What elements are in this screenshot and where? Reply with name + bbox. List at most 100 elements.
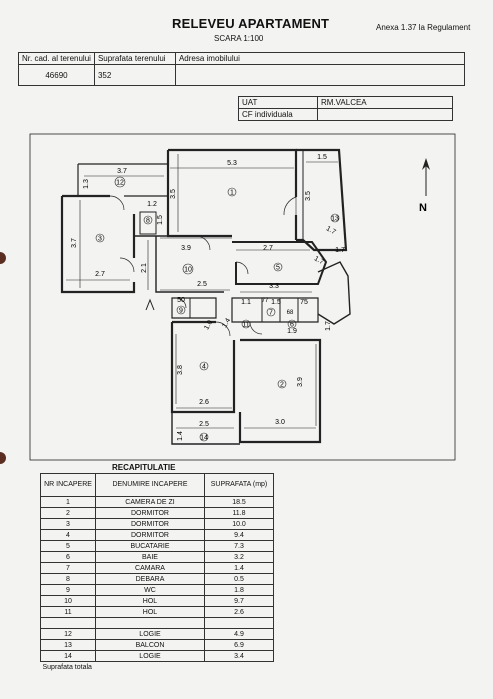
room-name-cell: BALCON xyxy=(95,639,205,651)
door-swing xyxy=(195,235,211,251)
dimension-label: 1.7 xyxy=(325,225,337,236)
document-title: RELEVEU APARTAMENT xyxy=(172,16,330,31)
room-number: 6 xyxy=(290,322,294,329)
room-area-cell: 3.4 xyxy=(204,650,274,662)
wall xyxy=(296,148,348,252)
room-number-cell: 9 xyxy=(40,584,96,596)
room-name-cell: CAMERA DE ZI xyxy=(95,496,205,508)
dimension-labels: 5.3 1.5 3.7 1.3 3.5 3.5 1.2 1.5 3.7 2.7 … xyxy=(71,154,345,441)
room-number-cell: 10 xyxy=(40,595,96,607)
room-area-cell: 6.9 xyxy=(204,639,274,651)
room-area-cell: 9.7 xyxy=(204,595,274,607)
door-swing xyxy=(249,321,263,335)
land-area: 352 xyxy=(93,64,176,86)
room-name-cell: BUCATARIE xyxy=(95,540,205,552)
dimension-label: 2.5 xyxy=(199,421,209,428)
room-area-cell: 7.3 xyxy=(204,540,274,552)
wall xyxy=(171,297,217,319)
room-number-cell: 8 xyxy=(40,573,96,585)
dimension-label: 50 xyxy=(177,297,185,304)
room-number: 13 xyxy=(331,216,339,223)
entrance-arrow-icon xyxy=(145,298,155,311)
room-name-cell: LOGIE xyxy=(95,650,205,662)
room-number-cell: 6 xyxy=(40,551,96,563)
binder-hole xyxy=(0,252,6,264)
table-header-cell: DENUMIRE INCAPERE xyxy=(95,473,205,497)
room-name-cell: WC xyxy=(95,584,205,596)
recap-title: RECAPITULATIE xyxy=(112,463,176,472)
dimension-lines xyxy=(66,154,338,429)
room-number: 12 xyxy=(116,180,124,187)
cf-label: CF individuala xyxy=(238,108,318,121)
dimension-label: 1.9 xyxy=(287,328,297,335)
room-number: 1 xyxy=(230,190,234,197)
wall xyxy=(60,196,136,294)
total-label: Suprafata totala xyxy=(42,663,92,671)
dimension-label: 3.8 xyxy=(177,365,184,375)
total-row: Suprafata totala xyxy=(41,662,274,673)
dimension-label: 5.3 xyxy=(227,160,237,167)
dimension-label: 1.7 xyxy=(335,247,345,254)
dimension-label: 3.9 xyxy=(181,245,191,252)
binder-hole xyxy=(0,452,6,464)
dimension-label: 77 xyxy=(262,298,269,304)
recap-table: NR INCAPERE DENUMIRE INCAPERE SUPRAFATA … xyxy=(40,473,274,672)
room-number: 10 xyxy=(184,267,192,274)
uat-table: UAT RM.VALCEA CF individuala xyxy=(238,96,453,121)
room-number-cell: 1 xyxy=(40,496,96,508)
room-number: 2 xyxy=(280,382,284,389)
room-number: 11 xyxy=(242,322,249,329)
room-name-cell: DORMITOR xyxy=(95,529,205,541)
empty-cell xyxy=(95,617,205,629)
room-area-cell: 1.8 xyxy=(204,584,274,596)
dimension-label: 1.5 xyxy=(317,154,327,161)
empty-cell xyxy=(204,617,274,629)
room-number: 8 xyxy=(146,218,150,225)
wall xyxy=(231,297,319,323)
table-row: 46690 352 xyxy=(18,64,465,86)
table-header-cell: NR INCAPERE xyxy=(40,473,96,497)
room-name-cell: DORMITOR xyxy=(95,518,205,530)
room-area-cell: 4.9 xyxy=(204,628,274,640)
empty-cell xyxy=(40,617,96,629)
plan-frame xyxy=(29,133,456,461)
dimension-label: 68 xyxy=(287,310,294,316)
wall xyxy=(171,412,240,445)
cf-value xyxy=(317,108,453,121)
room-number: 7 xyxy=(269,310,273,317)
annex-label: Anexa 1.37 la Regulament xyxy=(376,23,471,32)
table-row: CF individuala xyxy=(238,108,453,121)
floor-plan: N 1 2 3 4 5 6 7 8 9 10 11 xyxy=(29,133,456,461)
room-number-cell: 12 xyxy=(40,628,96,640)
door-swing xyxy=(175,297,187,309)
dimension-label: 2.5 xyxy=(197,281,207,288)
room-name-cell: DEBARA xyxy=(95,573,205,585)
dimension-label: 1.1 xyxy=(241,299,251,306)
room-number-cell: 3 xyxy=(40,518,96,530)
room-number-cell: 2 xyxy=(40,507,96,519)
dimension-label: 75 xyxy=(300,299,308,306)
room-number-cell: 5 xyxy=(40,540,96,552)
room-area-cell: 3.2 xyxy=(204,551,274,563)
dimension-label: 1.7 xyxy=(313,255,325,266)
wall xyxy=(317,261,351,325)
table-row-empty xyxy=(40,617,274,629)
door-swing xyxy=(235,261,249,275)
room-name-cell: HOL xyxy=(95,595,205,607)
room-area-cell: 0.5 xyxy=(204,573,274,585)
wall xyxy=(170,320,236,414)
dimension-label: 3.0 xyxy=(275,419,285,426)
room-area-cell: 18.5 xyxy=(204,496,274,508)
room-name-cell: BAIE xyxy=(95,551,205,563)
room-area-cell: 1.4 xyxy=(204,562,274,574)
dimension-label: 1.0 xyxy=(203,319,214,331)
